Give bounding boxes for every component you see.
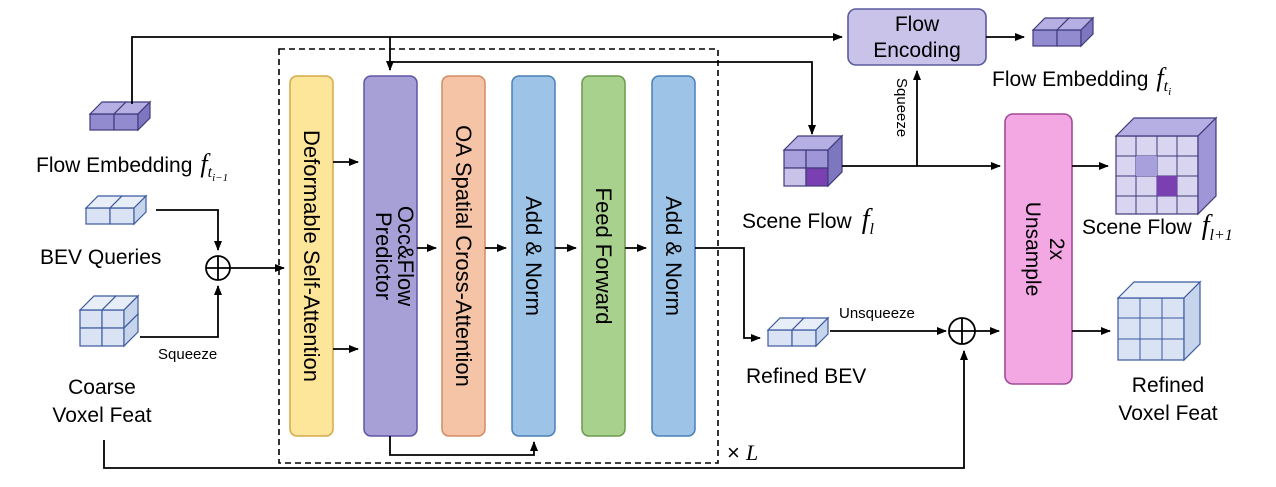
refined-voxel-label-2: Voxel Feat [1118,402,1217,425]
flow-embedding-prev-cube [89,101,151,131]
repeat-times-label: × L [727,440,758,465]
feed-forward-label: Feed Forward [591,188,616,325]
deformable-self-attention-label: Deformable Self-Attention [299,130,324,382]
refined-voxel-cube [1116,280,1202,362]
refined-voxel-label-1: Refined [1132,374,1204,397]
add-norm-block-2 [651,75,696,437]
squeeze-label: Squeeze [158,346,217,363]
scene-flow-cube [782,134,844,188]
add-norm-label-1: Add & Norm [521,196,546,316]
repeat-block-border [278,48,719,464]
coarse-voxel-cube [79,295,139,347]
upsample-label-2: Unsample [1021,202,1044,297]
squeeze-vertical-label: Squeeze [893,78,910,137]
flow-encoding-label-2: Encoding [873,39,961,62]
refined-bev-cube [767,317,829,347]
upsample-label-1: 2x [1045,238,1068,261]
upsample-block [1004,113,1073,385]
add-norm-label-2: Add & Norm [661,196,686,316]
bev-queries-label: BEV Queries [40,246,161,269]
deformable-self-attention-block [289,75,334,437]
flow-encoding-label-1: Flow [895,13,940,36]
feed-forward-block [581,75,626,437]
refined-bev-label: Refined BEV [746,365,866,388]
occ-flow-predictor-label-1: Occ&Flow [393,206,418,306]
occ-flow-predictor-label-2: Predictor [371,212,396,300]
oa-spatial-cross-attention-block [441,75,486,437]
flow-embedding-cube [1032,17,1094,47]
oa-spatial-cross-attention-label: OA Spatial Cross-Attention [451,125,476,387]
unsqueeze-label: Unsqueeze [839,305,915,322]
bev-queries-cube [85,195,147,225]
add-norm-block-1 [511,75,556,437]
scene-flow-next-cube [1114,116,1218,216]
coarse-voxel-label-1: Coarse [68,376,136,399]
coarse-voxel-label-2: Voxel Feat [52,404,151,427]
